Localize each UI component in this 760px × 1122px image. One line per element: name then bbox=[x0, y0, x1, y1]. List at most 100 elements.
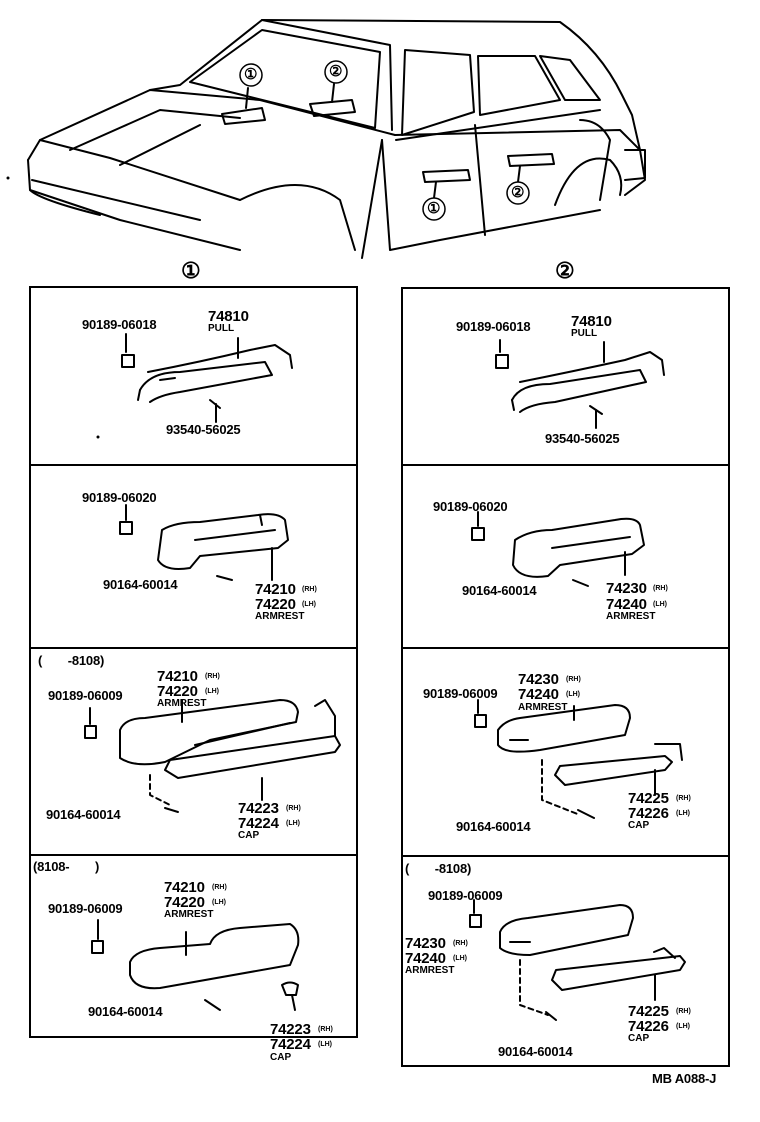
part-name: PULL bbox=[571, 328, 598, 339]
part-name: CAP bbox=[270, 1052, 292, 1063]
part-side-tag: (RH) bbox=[212, 884, 227, 891]
part-side-tag: (RH) bbox=[566, 676, 581, 683]
armrest-drawing bbox=[157, 513, 289, 581]
callout-1-door: ① bbox=[427, 200, 441, 217]
divider bbox=[29, 854, 358, 856]
part-side-tag: (LH) bbox=[302, 601, 316, 608]
part-number: 74240 bbox=[518, 686, 559, 703]
cap-drawing bbox=[554, 743, 683, 786]
part-side-tag: (LH) bbox=[453, 955, 467, 962]
divider bbox=[29, 464, 358, 466]
part-side-tag: (RH) bbox=[653, 585, 668, 592]
armrest-drawing bbox=[497, 704, 631, 753]
armrest-drawing bbox=[499, 904, 634, 956]
part-side-tag: (RH) bbox=[286, 805, 301, 812]
part-name: PULL bbox=[208, 323, 235, 334]
part-number: 90164-60014 bbox=[456, 819, 531, 834]
part-number: 74210 bbox=[157, 668, 198, 685]
part-side-tag: (LH) bbox=[566, 691, 580, 698]
cap-drawing bbox=[551, 947, 686, 991]
part-number: 93540-56025 bbox=[545, 431, 620, 446]
callout-2-dash: ② bbox=[329, 63, 343, 80]
armrest-drawing bbox=[512, 517, 645, 578]
part-number: 74223 bbox=[238, 800, 279, 817]
callout-1-dash: ① bbox=[244, 66, 258, 83]
part-number: 74210 bbox=[164, 879, 205, 896]
date-range: ( -8108) bbox=[405, 861, 472, 876]
part-number: 90189-06020 bbox=[433, 499, 508, 514]
cap-drawing bbox=[164, 699, 341, 779]
part-side-tag: (LH) bbox=[286, 820, 300, 827]
part-side-tag: (RH) bbox=[676, 1008, 691, 1015]
part-number: 74220 bbox=[157, 683, 198, 700]
column-header-right: ② bbox=[555, 258, 575, 283]
part-number: 90189-06009 bbox=[428, 888, 503, 903]
part-number: 74810 bbox=[208, 308, 249, 325]
part-name: ARMREST bbox=[405, 965, 455, 976]
part-number: 74225 bbox=[628, 790, 669, 807]
part-name: ARMREST bbox=[157, 698, 207, 709]
part-name: CAP bbox=[238, 830, 260, 841]
part-side-tag: (RH) bbox=[302, 586, 317, 593]
pull-handle-drawing bbox=[137, 337, 293, 403]
part-number: 74240 bbox=[606, 596, 647, 613]
part-number: 90164-60014 bbox=[103, 577, 178, 592]
part-number: 90164-60014 bbox=[46, 807, 121, 822]
part-name: ARMREST bbox=[255, 611, 305, 622]
divider bbox=[401, 855, 730, 857]
part-number: 74240 bbox=[405, 950, 446, 967]
callout-2-door: ② bbox=[511, 184, 525, 201]
part-number: 74230 bbox=[405, 935, 446, 952]
part-number: 90164-60014 bbox=[462, 583, 537, 598]
part-side-tag: (LH) bbox=[653, 601, 667, 608]
right-parts-panel bbox=[401, 287, 730, 1067]
part-side-tag: (LH) bbox=[676, 1023, 690, 1030]
part-side-tag: (LH) bbox=[205, 688, 219, 695]
part-number: 74223 bbox=[270, 1021, 311, 1038]
part-side-tag: (RH) bbox=[453, 940, 468, 947]
part-number: 90164-60014 bbox=[88, 1004, 163, 1019]
part-side-tag: (RH) bbox=[676, 795, 691, 802]
part-side-tag: (LH) bbox=[318, 1041, 332, 1048]
part-number: 74230 bbox=[606, 580, 647, 597]
part-number: 90189-06018 bbox=[82, 317, 157, 332]
armrest-drawing bbox=[129, 923, 300, 990]
part-number: 74220 bbox=[164, 894, 205, 911]
part-number: 90189-06018 bbox=[456, 319, 531, 334]
part-number: 74230 bbox=[518, 671, 559, 688]
part-number: 74810 bbox=[571, 313, 612, 330]
part-side-tag: (RH) bbox=[205, 673, 220, 680]
part-number: 74226 bbox=[628, 805, 669, 822]
part-name: ARMREST bbox=[606, 611, 656, 622]
divider bbox=[401, 647, 730, 649]
divider bbox=[29, 647, 358, 649]
part-number: 90189-06009 bbox=[48, 688, 123, 703]
armrest-drawing bbox=[119, 699, 299, 766]
part-number: 90164-60014 bbox=[498, 1044, 573, 1059]
diagram-code: MB A088-J bbox=[652, 1071, 717, 1086]
pull-handle-drawing bbox=[511, 341, 665, 413]
divider bbox=[401, 464, 730, 466]
part-side-tag: (LH) bbox=[676, 810, 690, 817]
part-number: 93540-56025 bbox=[166, 422, 241, 437]
column-header-left: ① bbox=[181, 258, 201, 283]
part-name: CAP bbox=[628, 1033, 650, 1044]
part-number: 74225 bbox=[628, 1003, 669, 1020]
part-number: 90189-06009 bbox=[48, 901, 123, 916]
date-range: ( -8108) bbox=[38, 653, 105, 668]
part-number: 74226 bbox=[628, 1018, 669, 1035]
part-number: 74220 bbox=[255, 596, 296, 613]
part-number: 90189-06020 bbox=[82, 490, 157, 505]
part-number: 74224 bbox=[270, 1036, 311, 1053]
part-number: 74224 bbox=[238, 815, 279, 832]
part-side-tag: (LH) bbox=[212, 899, 226, 906]
part-name: CAP bbox=[628, 820, 650, 831]
part-number: 90189-06009 bbox=[423, 686, 498, 701]
date-range: (8108- ) bbox=[33, 859, 100, 874]
part-name: ARMREST bbox=[518, 702, 568, 713]
part-number: 74210 bbox=[255, 581, 296, 598]
part-side-tag: (RH) bbox=[318, 1026, 333, 1033]
left-parts-panel bbox=[29, 286, 358, 1038]
